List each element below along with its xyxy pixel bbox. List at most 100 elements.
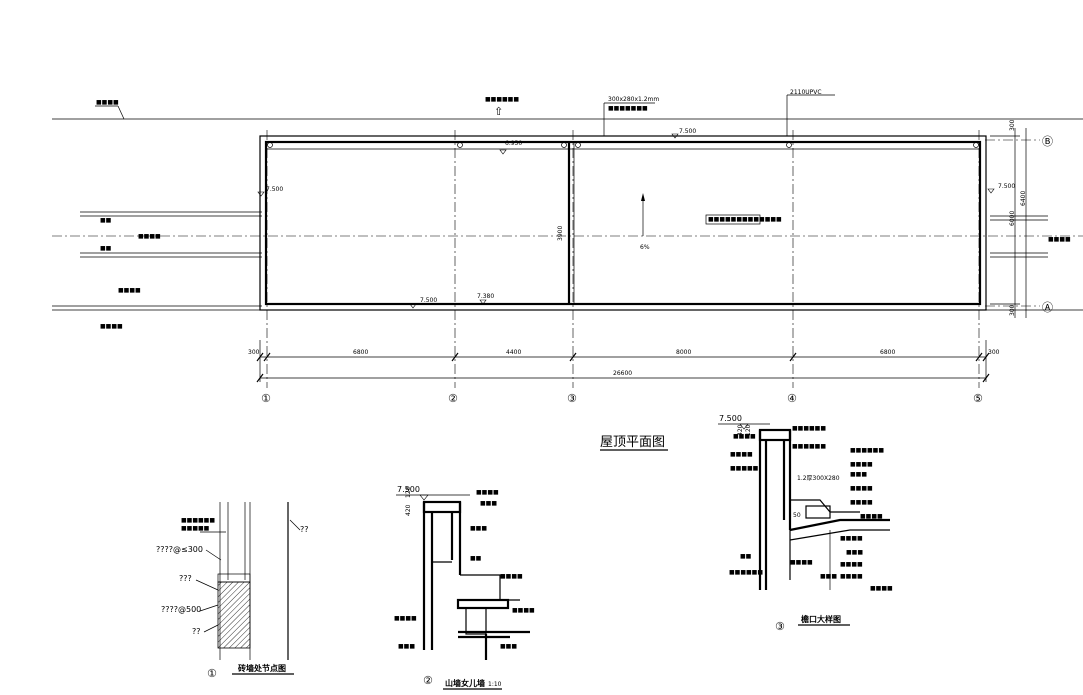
axis-labels-bottom: ① ② ③ ④ ⑤	[261, 392, 983, 405]
detail2-title: 山墙女儿墙	[445, 678, 485, 688]
svg-text:■■■■: ■■■■	[850, 485, 873, 492]
detail1-title: 砖墙处节点图	[238, 663, 286, 673]
svg-text:6800: 6800	[353, 349, 368, 356]
side-note: ■■■■	[118, 287, 141, 294]
axis-labels-right: Ⓑ Ⓐ	[1042, 135, 1053, 314]
detail3-number: ③	[775, 620, 785, 633]
svg-text:■■■: ■■■	[470, 525, 487, 532]
svg-text:420: 420	[737, 424, 744, 436]
svg-text:300: 300	[248, 349, 260, 356]
detail-3: 7.500 420 120 50 1.2厚300X280 ■■■■ ■■■■ ■…	[718, 414, 893, 633]
svg-text:■■■■: ■■■■	[860, 513, 883, 520]
svg-text:7.380: 7.380	[477, 293, 494, 300]
svg-text:■■■: ■■■	[820, 573, 837, 580]
roof-outline	[259, 135, 987, 311]
detail3-title: 檐口大样图	[801, 614, 841, 624]
side-note: ■■	[100, 217, 112, 224]
side-note: ■■■■	[100, 323, 123, 330]
svg-text:7.500: 7.500	[266, 186, 283, 193]
svg-text:■■■■: ■■■■	[850, 461, 873, 468]
svg-text:■■■■■■: ■■■■■■	[729, 569, 763, 576]
svg-text:■■■: ■■■	[500, 643, 517, 650]
brick-wall-hatch	[217, 581, 251, 649]
axis-label-2: ②	[448, 392, 458, 405]
svg-text:■■■■■■: ■■■■■■	[181, 517, 215, 524]
svg-text:7.500: 7.500	[998, 183, 1015, 190]
axis-label-3: ③	[567, 392, 577, 405]
svg-text:■■■: ■■■	[850, 471, 867, 478]
detail1-label: ??	[192, 627, 201, 636]
detail2-elev: 7.500	[397, 485, 420, 494]
roof-drains	[267, 142, 979, 148]
plan-title: 屋顶平面图	[600, 435, 665, 450]
svg-text:■■■■: ■■■■	[500, 573, 523, 580]
svg-text:■■■■■: ■■■■■	[730, 465, 759, 472]
svg-text:120: 120	[745, 424, 752, 436]
svg-text:■■■: ■■■	[398, 643, 415, 650]
detail2-number: ②	[423, 674, 433, 687]
svg-text:300: 300	[1009, 304, 1016, 316]
svg-text:■■■■: ■■■■	[512, 607, 535, 614]
svg-text:■■■■: ■■■■	[840, 573, 863, 580]
gutter-note: 300x280x1.2mm	[608, 96, 659, 103]
arrow-head-icon	[641, 193, 645, 201]
svg-text:■■: ■■	[470, 555, 482, 562]
svg-text:8000: 8000	[676, 349, 691, 356]
svg-text:■■■■: ■■■■	[850, 499, 873, 506]
note-text: ■■■■■■	[485, 96, 519, 103]
center-dim: 3900	[557, 226, 564, 241]
right-dimension-chain: 300 6400 6000 300	[1009, 119, 1027, 318]
svg-text:■■■: ■■■	[480, 500, 497, 507]
detail3-elev: 7.500	[719, 414, 742, 423]
svg-text:6000: 6000	[1009, 211, 1016, 226]
note-box	[705, 214, 761, 225]
svg-text:50: 50	[793, 512, 801, 519]
axis-label-4: ④	[787, 392, 797, 405]
detail-1: ■■■■■■ ■■■■■ ????@≤300 ??? ????@500 ?? ?…	[156, 502, 309, 680]
svg-text:■■■■: ■■■■	[840, 561, 863, 568]
up-arrow-icon: ⇧	[494, 105, 503, 118]
parapet-inner	[264, 140, 982, 306]
elevation-marks: 7.500 7.500 7.500 7.500 6.950 7.380	[257, 128, 1015, 309]
detail2-scale: 1:10	[488, 681, 502, 688]
svg-text:■■■: ■■■	[846, 549, 863, 556]
svg-text:■■: ■■	[740, 553, 752, 560]
dimension-chain: 300 6800 4400 8000 6800 300 26600	[248, 340, 1000, 383]
detail1-label: ????@500	[161, 605, 201, 614]
roof-plan: 6% ⇧ ■■■■■■ 300x280x1.2mm ■■■■■■■ 2110UP…	[52, 89, 1083, 451]
gutter-profile	[805, 505, 831, 519]
svg-text:■■■■: ■■■■	[790, 559, 813, 566]
leader-line	[117, 105, 125, 120]
axis-label-1: ①	[261, 392, 271, 405]
slope-text: 6%	[640, 244, 650, 251]
detail1-label: ???	[179, 574, 192, 583]
side-note: ■■■■	[96, 99, 119, 106]
svg-text:■■■■■■: ■■■■■■	[792, 425, 826, 432]
detail1-label: ????@≤300	[156, 545, 203, 554]
svg-text:■■■■: ■■■■	[733, 433, 756, 440]
gutter-note-2: ■■■■■■■	[608, 105, 648, 112]
svg-text:■■■■: ■■■■	[840, 535, 863, 542]
side-note: ■■■■	[138, 233, 161, 240]
side-note: ■■■■	[1048, 236, 1071, 243]
detail-2: 7.500 420 120 ■■■■ ■■■ ■■■ ■■ ■■■■ ■■■■ …	[394, 485, 535, 690]
axis-label-a: Ⓐ	[1042, 301, 1053, 314]
axis-label-5: ⑤	[973, 392, 983, 405]
pipe-note: 2110UPVC	[790, 89, 822, 96]
svg-text:■■■■■■: ■■■■■■	[792, 443, 826, 450]
side-note: ■■	[100, 245, 112, 252]
svg-text:■■■■: ■■■■	[476, 489, 499, 496]
detail3-note: 1.2厚300X280	[797, 475, 840, 482]
svg-text:■■■■: ■■■■	[394, 615, 417, 622]
svg-text:26600: 26600	[613, 370, 632, 377]
svg-text:■■■■■: ■■■■■	[181, 525, 210, 532]
svg-text:6400: 6400	[1020, 191, 1027, 206]
svg-text:6.950: 6.950	[505, 140, 522, 147]
svg-text:4400: 4400	[506, 349, 521, 356]
axis-label-b: Ⓑ	[1042, 135, 1053, 148]
svg-text:420: 420	[405, 504, 412, 516]
svg-text:7.500: 7.500	[420, 297, 437, 304]
svg-text:6800: 6800	[880, 349, 895, 356]
detail1-label: ??	[300, 525, 309, 534]
